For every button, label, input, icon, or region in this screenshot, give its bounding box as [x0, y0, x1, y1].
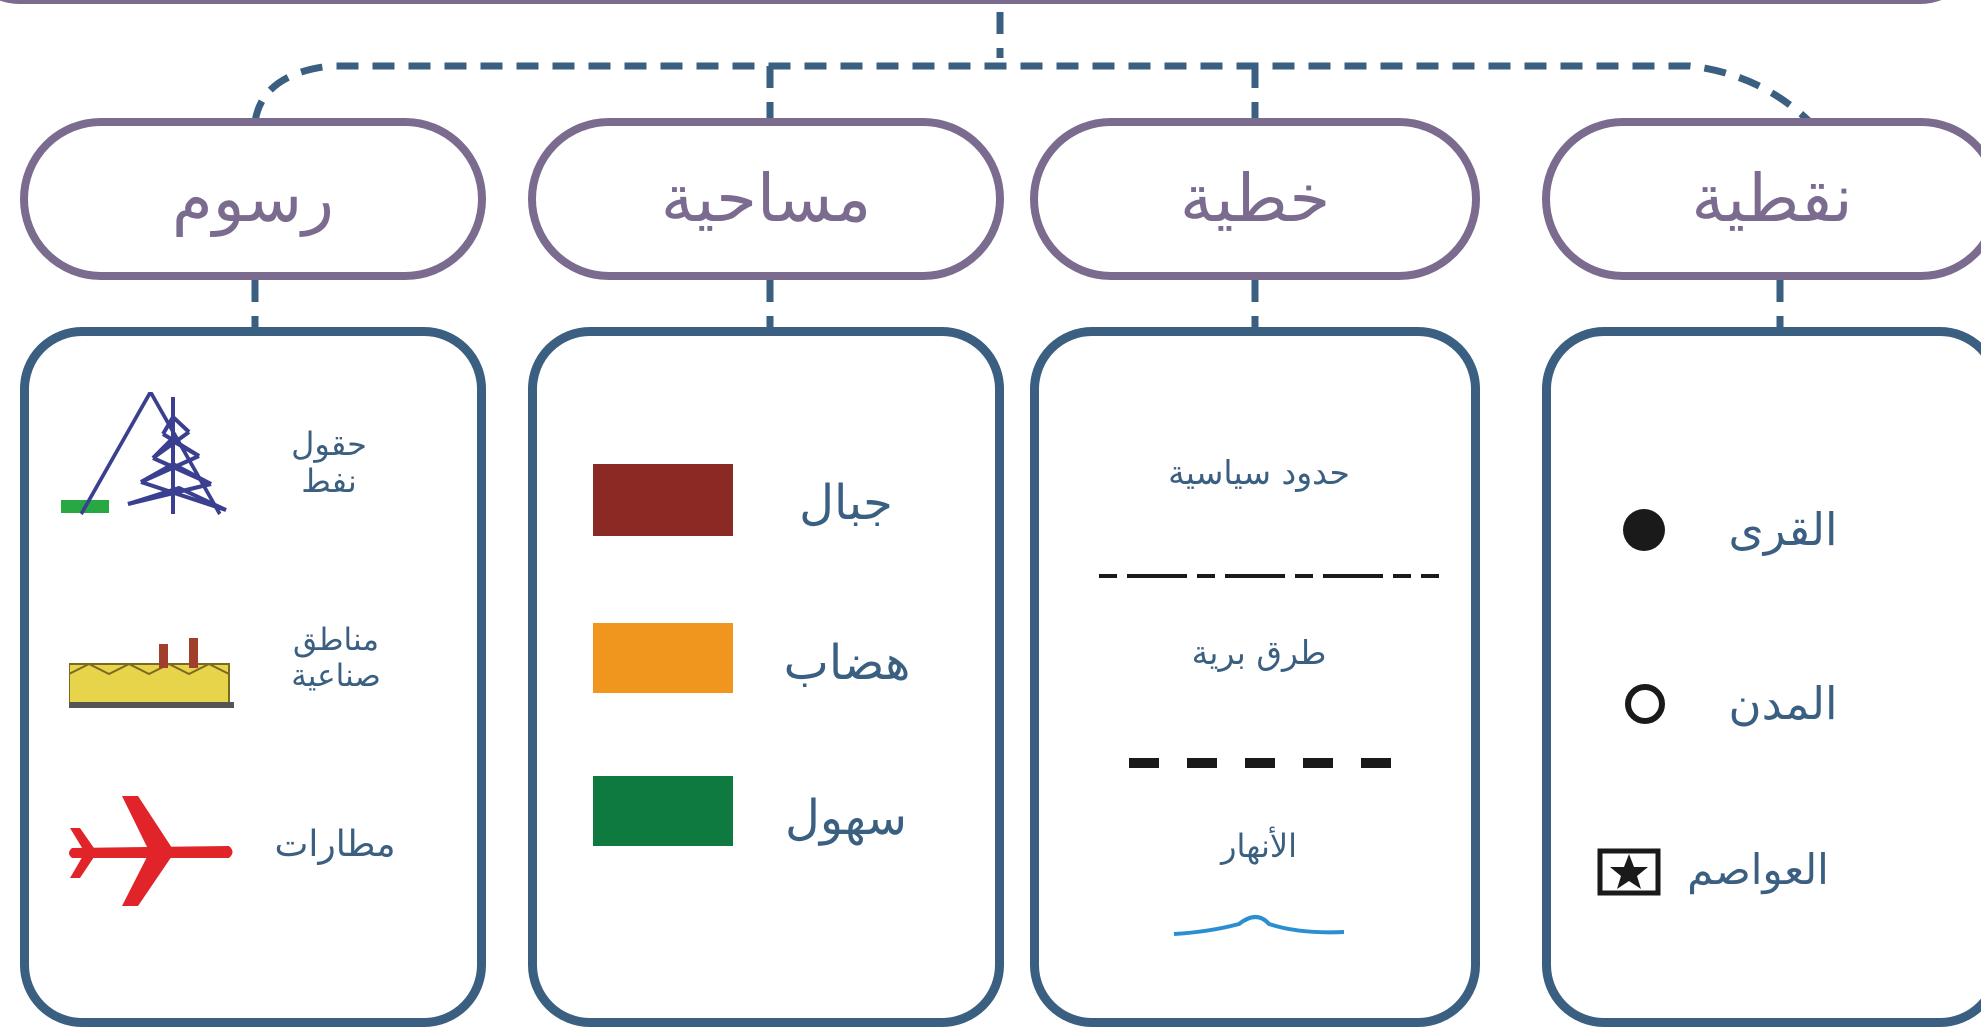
plains-swatch [593, 776, 733, 846]
airplane-icon [69, 796, 233, 906]
villages-label: القرى [1728, 503, 1838, 556]
filled-circle-icon [1623, 509, 1665, 551]
industrial-zones-label: مناطق صناعية [291, 622, 381, 694]
category-area-label: مساحية [660, 160, 872, 237]
factory-icon [69, 638, 234, 708]
oil-derrick-icon [61, 392, 227, 516]
category-linear: خطية [1030, 118, 1480, 280]
top-banner [0, 0, 1980, 4]
boxed-star-icon [1597, 848, 1661, 896]
category-drawings-label: رسوم [171, 160, 335, 237]
category-point-label: نقطية [1691, 160, 1853, 237]
panel-area: جبال هضاب سهول [528, 327, 1004, 1027]
category-drawings: رسوم [20, 118, 486, 280]
category-linear-label: خطية [1179, 160, 1331, 237]
political-borders-label: حدود سياسية [1168, 453, 1350, 492]
rivers-label: الأنهار [1221, 827, 1297, 865]
roads-label: طرق برية [1191, 633, 1327, 672]
hollow-circle-icon [1625, 684, 1665, 724]
airports-label: مطارات [274, 824, 396, 865]
panel-point: القرى المدن العواصم [1542, 327, 1981, 1027]
category-point: نقطية [1542, 118, 1981, 280]
dash-dot-line-icon [1099, 574, 1439, 578]
connector-lines [251, 12, 1813, 327]
panel-linear: حدود سياسية طرق برية الأنهار [1030, 327, 1480, 1027]
plateaus-label: هضاب [783, 635, 911, 691]
river-line-icon [1173, 915, 1345, 936]
cities-label: المدن [1728, 677, 1838, 730]
oil-fields-label: حقول نفط [291, 425, 367, 500]
dashed-line-icon [1129, 758, 1419, 768]
capitals-label: العواصم [1687, 845, 1829, 894]
mountains-swatch [593, 464, 733, 536]
plateaus-swatch [593, 623, 733, 693]
mountains-label: جبال [799, 475, 893, 531]
plains-label: سهول [784, 790, 907, 846]
category-area: مساحية [528, 118, 1004, 280]
panel-drawings: حقول نفط مناطق صناعية مطارات [20, 327, 486, 1027]
